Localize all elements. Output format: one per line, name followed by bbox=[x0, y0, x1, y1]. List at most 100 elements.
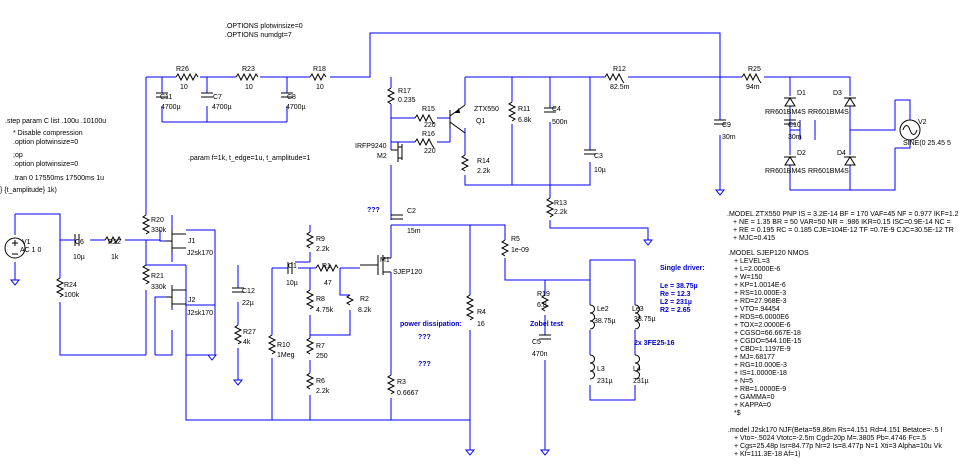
r4-ref: R4 bbox=[477, 309, 486, 316]
r14-ref: R14 bbox=[477, 158, 490, 165]
model-line: + TOX=2.0000E-6 bbox=[734, 322, 791, 329]
j2-model: J2sk170 bbox=[187, 310, 213, 317]
l4-ref: L4 bbox=[633, 366, 641, 373]
option-plotwinsize-1: .option plotwinsize=0 bbox=[13, 139, 78, 146]
r11-ref: R11 bbox=[518, 106, 530, 113]
param-directive: .param f=1k, t_edge=1u, t_amplitude=1 bbox=[188, 155, 310, 162]
r6-value: 2.2k bbox=[316, 388, 330, 395]
model-line: .MODEL ZTX550 PNP IS = 3.2E-14 BF = 170 … bbox=[727, 211, 959, 218]
r21-value: 330k bbox=[151, 284, 167, 291]
model-line: + Kf=111.3E-18 Af=1) bbox=[734, 451, 800, 458]
d4-model: RR601BM4S bbox=[808, 168, 849, 175]
single-driver-title: Single driver: bbox=[660, 265, 705, 272]
c4-ref: C4 bbox=[552, 106, 561, 113]
annotations: ??? ??? ??? power dissipation: Zobel tes… bbox=[367, 207, 705, 368]
op-directive: ;op bbox=[13, 152, 23, 159]
dual-driver-note: 2x 3FE25-16 bbox=[634, 340, 675, 347]
inductor-symbols bbox=[589, 304, 640, 380]
c7-value: 4700µ bbox=[212, 104, 232, 111]
r25-value: 94m bbox=[746, 84, 760, 91]
r24-ref: R24 bbox=[64, 282, 77, 289]
c2-value: 15m bbox=[407, 228, 421, 235]
c11-ref: C11 bbox=[160, 94, 172, 101]
r22-ref: R22 bbox=[108, 239, 121, 246]
c1-ref: C1 bbox=[288, 263, 297, 270]
d3-ref: D3 bbox=[833, 90, 842, 97]
model-line: + CBD=1.1197E-9 bbox=[734, 346, 791, 353]
model-ztx550: .MODEL ZTX550 PNP IS = 3.2E-14 BF = 170 … bbox=[727, 211, 959, 242]
r25-ref: R25 bbox=[748, 66, 761, 73]
c10-value: 30m bbox=[788, 134, 802, 141]
c12-ref: C12 bbox=[242, 288, 255, 295]
r16-ref: R16 bbox=[422, 131, 435, 138]
c3-ref: C3 bbox=[594, 153, 603, 160]
m2-model: IRFP9240 bbox=[355, 143, 387, 150]
r18-value: 10 bbox=[316, 84, 324, 91]
model-line: .MODEL SJEP120 NMOS bbox=[728, 250, 809, 257]
option-plotwinsize-2: .option plotwinsize=0 bbox=[13, 161, 78, 168]
options-numdgt: .OPTIONS numdgt=7 bbox=[225, 32, 292, 39]
j2-ref: J2 bbox=[188, 297, 196, 304]
d2-ref: D2 bbox=[797, 150, 806, 157]
model-line: + IS=1.0000E-18 bbox=[734, 370, 787, 377]
model-line: + RG=10.000E-3 bbox=[734, 362, 787, 369]
model-line: + RB=1.0000E-9 bbox=[734, 386, 786, 393]
unknown-note-1: ??? bbox=[367, 207, 380, 214]
r19-ref: R19 bbox=[537, 291, 550, 298]
model-j2sk170: .model J2sk170 NJF(Beta=59.86m Rs=4.151 … bbox=[728, 427, 942, 458]
single-driver-re: Re = 12.3 bbox=[660, 291, 691, 298]
resistor-symbols bbox=[55, 72, 762, 395]
r10-value: 1Meg bbox=[277, 352, 295, 359]
c8-ref: C8 bbox=[287, 94, 296, 101]
model-line: + Vto=-.5024 Vtotc=-2.5m Cgd=20p M=.3805… bbox=[734, 435, 926, 442]
r9-ref: R9 bbox=[316, 236, 325, 243]
unknown-note-3: ??? bbox=[418, 361, 431, 368]
step-directive: .step param C list .100u .10100u bbox=[5, 118, 106, 125]
r9-value: 2.2k bbox=[316, 246, 330, 253]
r7-ref: R7 bbox=[316, 343, 325, 350]
le3-ref: Le3 bbox=[632, 306, 644, 313]
r17-ref: R17 bbox=[398, 88, 411, 95]
r26-ref: R26 bbox=[176, 66, 189, 73]
c5-value: 470n bbox=[532, 351, 548, 358]
r27-ref: R27 bbox=[243, 329, 256, 336]
model-line: + RS=10.000E-3 bbox=[734, 290, 786, 297]
c12-value: 22µ bbox=[242, 300, 254, 307]
model-line: + N=5 bbox=[734, 378, 753, 385]
c6-value: 10µ bbox=[73, 254, 85, 261]
r5-ref: R5 bbox=[511, 236, 520, 243]
c11-value: 4700µ bbox=[161, 104, 181, 111]
model-line: .model J2sk170 NJF(Beta=59.86m Rs=4.151 … bbox=[728, 427, 942, 434]
model-line: + RDS=6.0000E6 bbox=[734, 314, 789, 321]
r3-value: 0.6667 bbox=[397, 390, 419, 397]
j1-ref: J1 bbox=[188, 238, 196, 245]
j1-model: J2sk170 bbox=[187, 250, 213, 257]
l4-value: 231µ bbox=[633, 378, 649, 385]
r8-ref: R8 bbox=[316, 296, 325, 303]
disable-comment: * Disable compression bbox=[13, 130, 83, 137]
le2-ref: Le2 bbox=[597, 306, 609, 313]
d1-ref: D1 bbox=[797, 90, 806, 97]
r10-ref: R10 bbox=[277, 342, 290, 349]
model-sjep120: .MODEL SJEP120 NMOS + LEVEL=3 + L=2.0000… bbox=[728, 250, 809, 417]
d4-ref: D4 bbox=[837, 150, 846, 157]
r15-value: 220 bbox=[424, 122, 436, 129]
q1-model: ZTX550 bbox=[474, 106, 499, 113]
r27-value: 4k bbox=[243, 339, 251, 346]
le2-value: 38.75µ bbox=[594, 318, 616, 325]
c3-value: 10µ bbox=[594, 167, 606, 174]
model-line: + KAPPA=0 bbox=[734, 402, 771, 409]
q1-ref: Q1 bbox=[476, 118, 485, 125]
transistor-symbols bbox=[154, 104, 466, 355]
v1-ref: V1 bbox=[22, 239, 31, 246]
model-line: + CGSO=66.667E-18 bbox=[734, 330, 801, 337]
model-line: + L=2.0000E-6 bbox=[734, 266, 780, 273]
c1-value: 10µ bbox=[286, 280, 298, 287]
model-line: + RE = 0.195 RC = 0.185 CJE=104E-12 TF =… bbox=[733, 227, 954, 234]
model-line: + VTO=.94454 bbox=[734, 306, 780, 313]
ground-symbols bbox=[9, 189, 726, 456]
r20-ref: R20 bbox=[151, 217, 164, 224]
power-dissipation-note: power dissipation: bbox=[400, 321, 462, 328]
c2-ref: C2 bbox=[407, 208, 416, 215]
